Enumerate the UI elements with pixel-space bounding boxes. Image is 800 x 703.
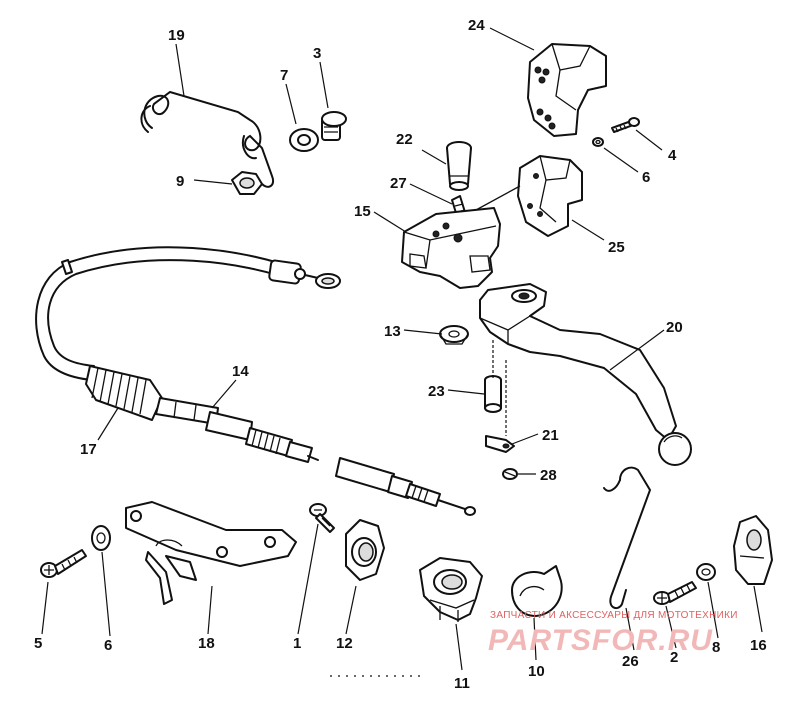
watermark-caption: ЗАПЧАСТИ И АКСЕССУАРЫ ДЛЯ МОТОТЕХНИКИ: [490, 610, 738, 621]
part-1-screw[interactable]: [309, 503, 335, 533]
callout-3: 3: [313, 45, 321, 62]
callout-5: 5: [34, 635, 42, 652]
part-23-spacer[interactable]: [484, 375, 502, 413]
part-20-throttle-lever[interactable]: [479, 283, 692, 466]
callout-20: 20: [666, 319, 683, 336]
part-7-washer[interactable]: [289, 128, 319, 152]
callout-10: 10: [528, 663, 545, 680]
watermark-brand: PARTSFOR.RU: [488, 624, 713, 657]
part-13-clip[interactable]: [439, 325, 469, 345]
callout-9: 9: [176, 173, 184, 190]
callout-23: 23: [428, 383, 445, 400]
part-26-wire-link[interactable]: [603, 466, 652, 610]
part-10-cable-clip[interactable]: [511, 565, 563, 617]
part-5-screw[interactable]: [40, 549, 87, 578]
callout-22: 22: [396, 131, 413, 148]
part-25-cam-bracket[interactable]: [517, 155, 583, 237]
part-24-cam-bracket[interactable]: [527, 43, 607, 137]
part-15-throttle-arm[interactable]: [401, 185, 521, 289]
part-4-screw[interactable]: [611, 117, 640, 133]
part-11-cable-clip[interactable]: [419, 557, 483, 622]
callout-6-upper: 6: [642, 169, 650, 186]
callout-8: 8: [712, 639, 720, 656]
callout-6-lower: 6: [104, 637, 112, 654]
part-3-screw[interactable]: [321, 111, 347, 141]
callout-17: 17: [80, 441, 97, 458]
part-28-screw[interactable]: [502, 468, 518, 480]
part-6-washer-upper[interactable]: [592, 137, 604, 147]
callout-16: 16: [750, 637, 767, 654]
callout-11: 11: [454, 675, 470, 692]
part-12-cable-clamp[interactable]: [345, 519, 385, 581]
callout-2: 2: [670, 649, 678, 666]
part-19-spring-clip[interactable]: [140, 90, 274, 188]
callout-21: 21: [542, 427, 559, 444]
callout-12: 12: [336, 635, 353, 652]
part-22-pin[interactable]: [446, 141, 472, 191]
part-21-lock-tab[interactable]: [485, 435, 515, 453]
part-6-washer-lower[interactable]: [91, 525, 111, 551]
callout-26: 26: [622, 653, 639, 670]
callout-14: 14: [232, 363, 249, 380]
callout-15: 15: [354, 203, 371, 220]
callout-18: 18: [198, 635, 215, 652]
watermark: ЗАПЧАСТИ И АКСЕССУАРЫ ДЛЯ МОТОТЕХНИКИ PA…: [488, 610, 738, 657]
callout-28: 28: [540, 467, 557, 484]
callout-25: 25: [608, 239, 625, 256]
callout-27: 27: [390, 175, 407, 192]
leader-lines: [41, 27, 763, 671]
part-18-mounting-bracket[interactable]: [125, 501, 297, 605]
part-2-screw[interactable]: [653, 581, 697, 605]
part-14-cable-end[interactable]: [155, 397, 476, 516]
callout-13: 13: [384, 323, 401, 340]
callout-19: 19: [168, 27, 185, 44]
callout-24: 24: [468, 17, 485, 34]
callout-1: 1: [293, 635, 301, 652]
callout-4: 4: [668, 147, 677, 164]
callout-labels: 19 7 3 24 4 6 22 27 15 25 9 13 20 14 23 …: [34, 17, 767, 692]
part-9-nut[interactable]: [231, 171, 263, 195]
callout-7: 7: [280, 67, 288, 84]
part-16-eyelet[interactable]: [733, 515, 773, 585]
part-17-throttle-cable[interactable]: [35, 246, 341, 421]
part-8-washer[interactable]: [696, 563, 716, 581]
